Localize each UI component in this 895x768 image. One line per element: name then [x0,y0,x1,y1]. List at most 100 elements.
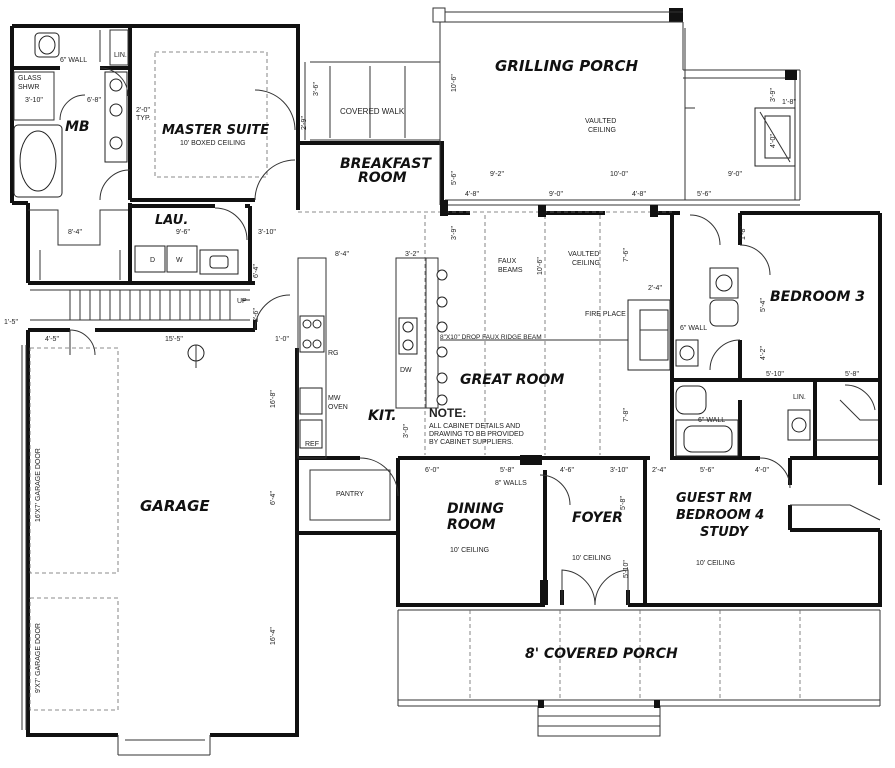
dim-label: 8'-4" [68,229,82,236]
dim-label: 5'-4" [760,298,767,312]
lau-label: LAU. [155,213,188,228]
dim-label: 9'-0" [549,191,563,198]
stairs [30,289,250,321]
shwr-label: SHWR [18,84,39,91]
bed3-wall-note: 6" WALL [680,325,707,332]
kitchen-label: KIT. [368,408,397,424]
dim-label: 3'-2" [405,251,419,258]
master-bath-wall-note: 6" WALL [60,57,87,64]
porch-ceiling-label: CEILING [588,127,616,134]
dim-label: 5'-6" [451,171,458,185]
dim-label: TYP. [136,115,151,122]
oven-label: OVEN [328,404,348,411]
dining-label: DINING [447,501,504,517]
dim-label: 9'-6" [176,229,190,236]
note-line-2: DRAWING TO BE PROVIDED [429,431,524,438]
breakfast-room-label: ROOM [358,170,407,186]
dim-label: 1'-0" [275,336,289,343]
foyer-label: FOYER [572,510,623,526]
ref-label: REF [305,441,319,448]
fire-place-label: FIRE PLACE [585,311,626,318]
dim-label: 3'-10" [610,467,628,474]
dim-label: 7'-6" [623,248,630,262]
dryer-label: D [150,257,155,264]
covered-porch-label: 8' COVERED PORCH [525,646,678,662]
dim-label: 5'-8" [620,496,627,510]
interior-lines [13,7,881,756]
note-title: NOTE: [429,406,466,420]
stair-up-label: UP [237,298,247,305]
dim-label: 4'-6" [560,467,574,474]
walls-8-note: 8" WALLS [495,480,527,487]
cabinet-note: NOTE: ALL CABINET DETAILS AND DRAWING TO… [429,406,524,446]
dim-label: 6'-8" [87,97,101,104]
dim-label: 4'-8" [465,191,479,198]
dim-label: 6'-0" [425,467,439,474]
garage-door-lower: 9'X7' GARAGE DOOR [35,623,42,693]
dim-label: 2'-4" [648,285,662,292]
dim-label: 1'-8" [782,99,796,106]
dim-label: 1'-8" [740,226,747,240]
lin-label: LIN. [114,52,127,59]
dim-label: 4'-0" [755,467,769,474]
dim-label: 5'-6" [697,191,711,198]
dim-label: 4'-0" [770,134,777,148]
dim-label: 3'-0" [403,424,410,438]
great-room-label: GREAT ROOM [460,372,564,388]
dim-label: 3'-9" [770,88,777,102]
bed3-lin-label: LIN. [793,394,806,401]
faux-label: FAUX [498,258,517,265]
dim-label: 10'-6" [451,74,458,92]
dim-label: 4'-8" [632,191,646,198]
dim-label: 5'-10" [623,560,630,578]
dim-label: 9'-2" [490,171,504,178]
dim-label: 5'-6" [700,467,714,474]
note-line-1: ALL CABINET DETAILS AND [429,423,520,430]
pantry-label: PANTRY [336,491,364,498]
dim-label: 9'-0" [728,171,742,178]
dim-label: 3'-6" [313,82,320,96]
dim-label: 3'-9" [451,226,458,240]
breakfast-label: BREAKFAST [340,156,432,172]
garage-door-upper: 16'X7' GARAGE DOOR [35,448,42,522]
dim-label: 3'-10" [258,229,276,236]
dim-label: 2'-0" [136,107,150,114]
washer-label: W [176,257,183,264]
dim-label: 1'-5" [4,319,18,326]
dim-label: 5'-10" [766,371,784,378]
dim-label: 5'-8" [500,467,514,474]
dim-label: 15'-5" [165,336,183,343]
dim-label: 4'-5" [45,336,59,343]
rg-label: RG [328,350,339,357]
grilling-porch-label: GRILLING PORCH [495,57,639,75]
bedroom-3-label: BEDROOM 3 [770,289,865,305]
dim-label: 8'-4" [335,251,349,258]
glass-label: GLASS [18,75,42,82]
dim-label: 16'-8" [270,390,277,408]
covered-walk-label: COVERED WALK [340,107,405,116]
master-suite-label: MASTER SUITE [162,123,269,138]
ceiling-label: CEILING [572,260,600,267]
dim-label: 6'-4" [253,264,260,278]
porch-vaulted-label: VAULTED [585,118,616,125]
study-label: STUDY [700,525,750,540]
foyer-ceiling: 10' CEILING [572,555,611,562]
dim-label: 2'-4" [652,467,666,474]
guest-rm-label: GUEST RM [676,491,752,506]
dim-label: 7'-8" [623,408,630,422]
dim-label: 10'-0" [610,171,628,178]
dim-label: 2'-9" [301,116,308,130]
bath-wall-note: 6" WALL [698,417,725,424]
mb-label: MB [65,119,90,135]
garage-label: GARAGE [140,497,210,515]
dw-label: DW [400,367,412,374]
dim-label: 10'-6" [537,257,544,275]
beams-label: BEAMS [498,267,523,274]
vaulted-label: VAULTED [568,251,599,258]
dining-ceiling: 10' CEILING [450,547,489,554]
dim-label: 5'-8" [845,371,859,378]
note-line-3: BY CABINET SUPPLIERS. [429,439,514,446]
dim-label: 3'-10" [25,97,43,104]
dimensions: 6'-8" 3'-10" 2'-0" TYP. 8'-4" 9'-6" 3'-1… [4,74,859,645]
